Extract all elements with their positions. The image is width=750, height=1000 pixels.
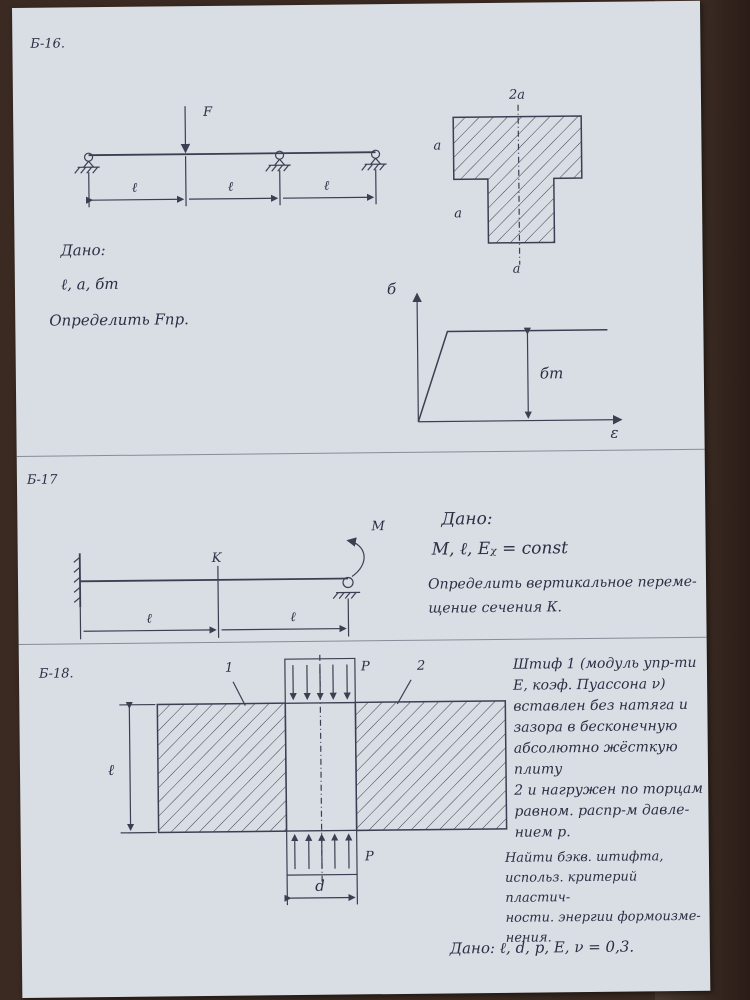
task-17-line2: щение сечения К.	[428, 599, 563, 617]
length-label: ℓ	[107, 760, 115, 780]
description-line: E, коэф. Пуассона ν)	[513, 676, 666, 694]
paper-sheet: Б-16. F ℓ ℓ ℓ 2a a a a б бт ε Дано: ℓ, a…	[12, 0, 711, 998]
given-title-17: Дано:	[441, 508, 493, 530]
description-line: нием p.	[514, 824, 571, 841]
pin-plate-18	[119, 654, 508, 906]
plate-label: 2	[416, 658, 426, 674]
span-label-1: ℓ	[131, 180, 138, 196]
drawing-layer	[73, 104, 623, 906]
given-values-16: ℓ, a, бт	[60, 274, 119, 294]
span-17-label-1: ℓ	[146, 611, 152, 627]
graph-y-label: б	[386, 279, 397, 299]
description-line: зазора в бесконечную	[513, 718, 678, 736]
find-line: Найти бэкв. штифта,	[504, 849, 664, 866]
description-18: Штиф 1 (модуль упр-ти E, коэф. Пуассона …	[513, 653, 705, 844]
given-values-17: M, ℓ, Eᵪ = const	[431, 538, 569, 560]
moment-label: M	[371, 519, 385, 535]
section-axis-label: a	[512, 261, 521, 277]
find-line: использ. критерий пластич-	[505, 869, 638, 906]
problem-16-id: Б-16.	[30, 36, 66, 52]
section-upper-label: a	[433, 138, 442, 154]
find-18: Найти бэкв. штифта, использ. критерий пл…	[505, 847, 706, 949]
span-label-3: ℓ	[323, 178, 330, 194]
beam-16	[74, 106, 387, 208]
diameter-label: d	[315, 876, 325, 895]
given-18: Дано: ℓ, d, p, E, ν = 0,3.	[449, 937, 635, 958]
graph-stress-label: бт	[539, 364, 564, 383]
pin-label: 1	[224, 660, 234, 676]
span-17-label-2: ℓ	[290, 610, 296, 626]
cross-section-16	[452, 104, 583, 265]
force-label: F	[203, 104, 213, 121]
beam-17	[73, 537, 365, 640]
point-k-label: K	[211, 550, 222, 566]
task-16: Определить Fпр.	[49, 310, 190, 330]
span-label-2: ℓ	[227, 179, 234, 195]
description-line: Штиф 1 (модуль упр-ти	[512, 654, 697, 673]
description-line: 2 и нагружен по торцам	[514, 780, 704, 799]
description-line: абсолютно жёсткую плиту	[513, 739, 678, 778]
pressure-bottom-label: P	[364, 849, 374, 865]
problem-17-id: Б-17	[26, 472, 58, 488]
description-line: вставлен без натяга и	[513, 696, 688, 715]
section-lower-label: a	[454, 206, 463, 222]
given-title-16: Дано:	[60, 241, 106, 260]
description-line: равном. распр-м давле-	[514, 801, 690, 820]
pressure-top-label: P	[360, 659, 370, 675]
stress-strain-graph	[412, 292, 623, 425]
section-top-label: 2a	[508, 87, 526, 103]
find-line: ности. энергии формоизме-	[505, 908, 701, 926]
problem-18-id: Б-18.	[38, 666, 74, 682]
graph-x-label: ε	[610, 423, 619, 442]
task-17-line1: Определить вертикальное переме-	[427, 573, 697, 593]
